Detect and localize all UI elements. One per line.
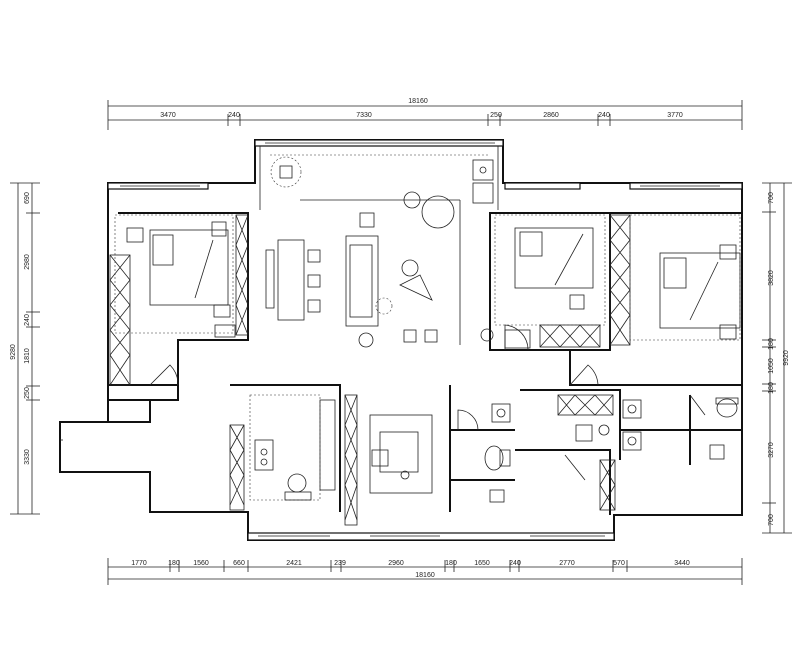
bathrooms (484, 397, 739, 503)
top-dimension-1: 3470 (160, 112, 176, 119)
left-bedroom (114, 214, 236, 338)
interior-walls (60, 212, 742, 515)
living-dining (265, 154, 494, 348)
left-dimension-2: 2980 (24, 254, 31, 270)
right-dimension-7: 700 (768, 514, 775, 526)
bottom-dimension-3: 1560 (193, 560, 209, 567)
left-dimension-4: 1810 (24, 348, 31, 364)
bed-left (149, 229, 229, 306)
doors (149, 324, 706, 481)
top-dimension-3: 7330 (356, 112, 372, 119)
bottom-dimension-11: 2770 (559, 560, 575, 567)
toilet-icon (484, 445, 504, 471)
lounge-chair (421, 195, 455, 229)
top-dimension-5: 2860 (543, 112, 559, 119)
desk (369, 414, 433, 494)
dining-table (277, 239, 305, 321)
top-total-dimension: 18160 (408, 98, 428, 105)
bottom-dimension-2: 180 (168, 560, 180, 567)
bottom-dimension-8: 180 (445, 560, 457, 567)
left-dimension-3: 240 (24, 314, 31, 326)
sofa (345, 235, 379, 327)
right-dimension-5: 180 (768, 382, 775, 394)
nightstand-icon (126, 227, 144, 243)
bottom-dimension-12: 570 (613, 560, 625, 567)
bed-right (659, 252, 741, 329)
bottom-dimension-7: 2960 (388, 560, 404, 567)
bottom-dimension-1: 1770 (131, 560, 147, 567)
bottom-dimension-chain: 1770 180 1560 660 2421 239 2960 180 1650… (107, 558, 743, 585)
left-dimension-chain: 9280 690 2980 240 1810 250 3330 (10, 182, 40, 515)
right-dimension-6: 3270 (768, 442, 775, 458)
right-dimension-chain: 700 3820 180 1050 180 3270 700 9920 (762, 182, 792, 534)
top-dimension-6: 240 (598, 112, 610, 119)
right-dimension-4: 1050 (768, 358, 775, 374)
windows (60, 142, 720, 537)
right-dimension-3: 180 (768, 338, 775, 350)
bottom-dimension-6: 239 (334, 560, 346, 567)
top-dimension-4: 250 (490, 112, 502, 119)
bottom-dimension-9: 1650 (474, 560, 490, 567)
right-dimension-1: 700 (768, 192, 775, 204)
bottom-dimension-4: 660 (233, 560, 245, 567)
right-dimension-2: 3820 (768, 270, 775, 286)
left-total-dimension: 9280 (10, 344, 17, 360)
left-dimension-1: 690 (24, 192, 31, 204)
top-dimension-7: 3770 (667, 112, 683, 119)
study-office (249, 394, 433, 501)
top-dimension-chain: 18160 3470 240 7330 250 2860 240 3770 (107, 98, 743, 130)
bed-middle (514, 227, 594, 289)
bottom-total-dimension: 18160 (415, 572, 435, 579)
right-total-dimension: 9920 (783, 350, 790, 366)
right-bedrooms (494, 214, 741, 349)
wardrobes (109, 214, 631, 526)
bottom-dimension-5: 2421 (286, 560, 302, 567)
left-dimension-5: 250 (24, 387, 31, 399)
bottom-dimension-10: 240 (509, 560, 521, 567)
bottom-dimension-13: 3440 (674, 560, 690, 567)
office-chair (287, 473, 307, 493)
top-dimension-2: 240 (228, 112, 240, 119)
left-dimension-6: 3330 (24, 449, 31, 465)
